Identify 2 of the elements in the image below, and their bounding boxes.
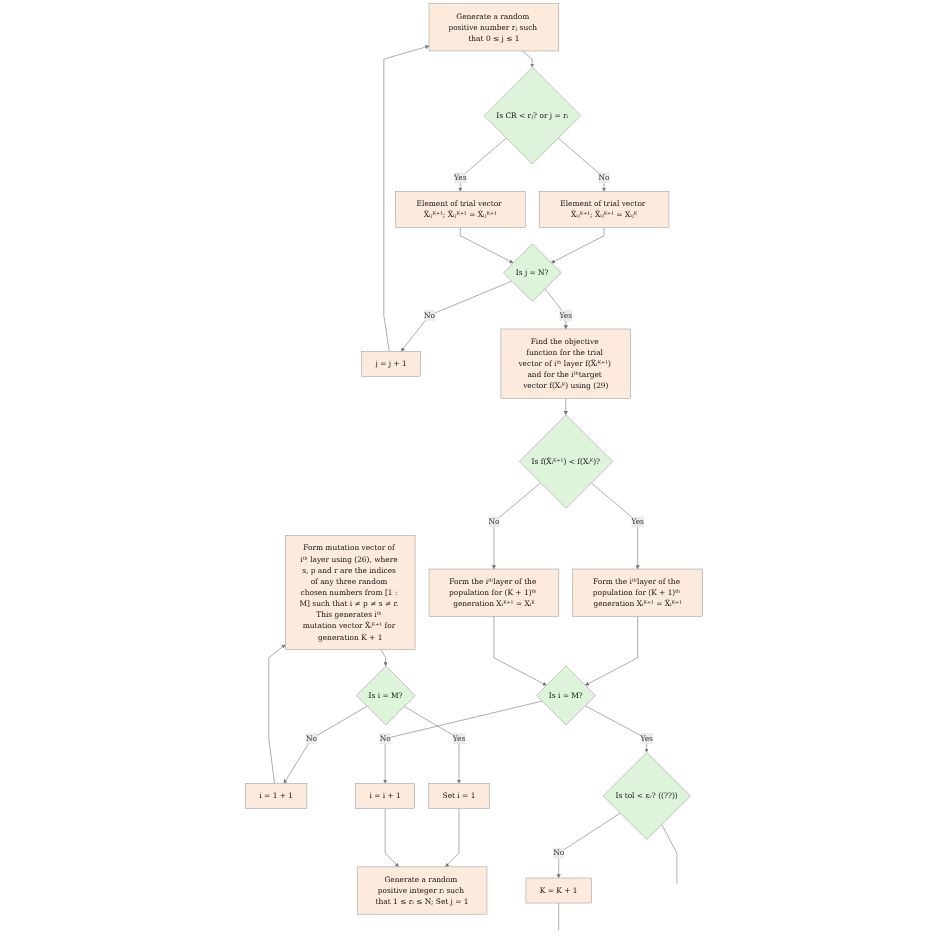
connector <box>558 902 559 931</box>
connector <box>661 824 678 884</box>
